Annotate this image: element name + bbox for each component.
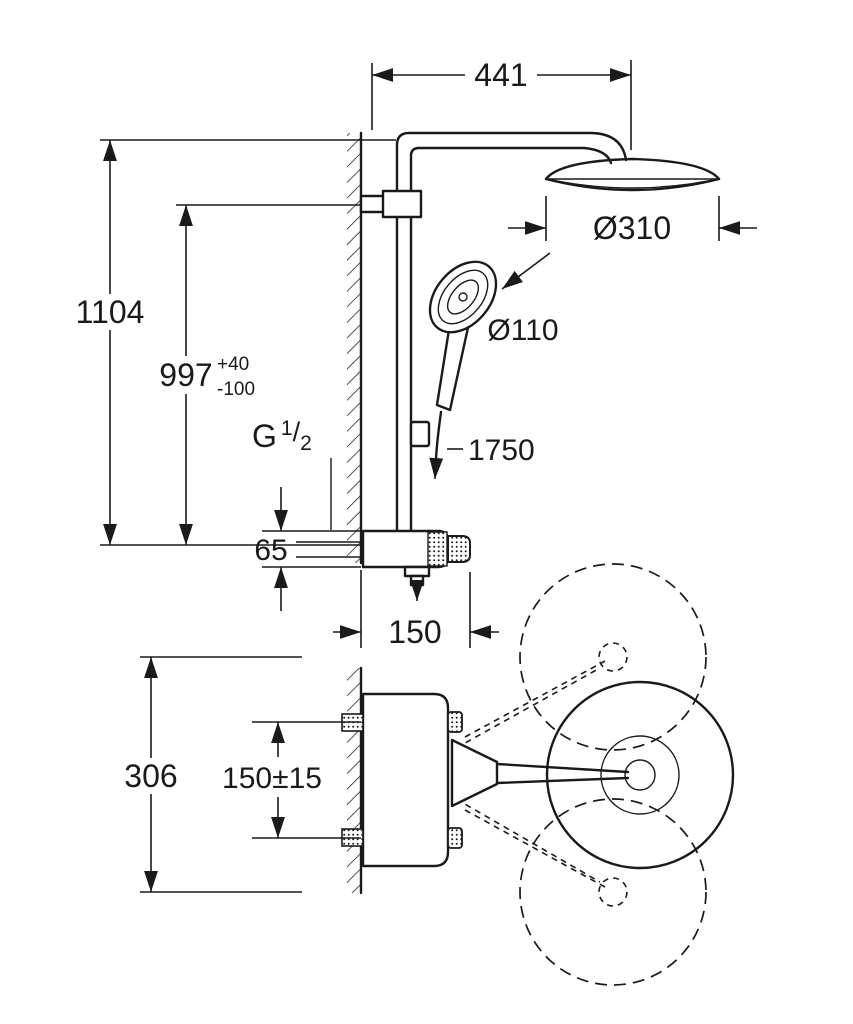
plan-view: 306 150±15 [124, 563, 735, 986]
thermostat-valve [361, 529, 471, 601]
escutcheon-cone [450, 738, 499, 808]
swivel-range-dashed [455, 563, 707, 986]
dimension-hose-length: 1750 [447, 434, 535, 467]
dimension-wall-offset: 150 [333, 570, 499, 650]
control-button-bottom [447, 827, 463, 849]
dimension-valve-height: 65 [254, 487, 363, 611]
riser-pipe [395, 131, 628, 533]
hand-shower-head [428, 260, 498, 334]
hand-shower [428, 260, 498, 412]
valve-knurl-ring [427, 531, 448, 567]
wall-hatch [347, 133, 361, 563]
wall-bracket [359, 189, 423, 219]
dim-65-label: 65 [254, 534, 287, 567]
dim-997-tol-plus: +40 [217, 354, 249, 375]
valve-body-plan [341, 692, 463, 868]
hose-direction-arrow [429, 457, 444, 480]
hand-shower-holder [409, 420, 431, 448]
dim-110-label: Ø110 [487, 314, 558, 347]
dim-1750-label: 1750 [468, 434, 535, 467]
dim-150-15-label: 150±15 [222, 762, 322, 795]
shower-head-plan [545, 680, 735, 870]
head-shower [544, 157, 721, 192]
dimension-supply-distance: 150±15 [222, 721, 361, 839]
dimension-swivel-span: 306 [124, 656, 302, 893]
shower-hose [429, 410, 444, 480]
dimension-install-height: 997 +40 -100 [159, 204, 361, 545]
dim-1104-label: 1104 [76, 294, 145, 330]
dim-306-label: 306 [124, 758, 177, 794]
dim-997-tol-minus: -100 [217, 379, 255, 400]
wall-section-plan [347, 666, 363, 895]
dimension-top-width: 441 [371, 57, 632, 150]
dim-441-label: 441 [474, 57, 527, 93]
dimension-total-height: 1104 [76, 139, 396, 546]
dim-150-label: 150 [388, 614, 441, 650]
valve-control-knob [447, 535, 471, 563]
control-button-top [447, 711, 463, 733]
swivel-position-lower [519, 798, 707, 986]
wall-hatch-plan [347, 668, 361, 893]
dimension-hand-diameter: Ø110 [487, 252, 559, 347]
wall-section-elevation [347, 131, 363, 565]
valve-outlet [403, 565, 431, 601]
dim-310-label: Ø310 [593, 210, 671, 246]
shower-arm-plan [450, 738, 630, 808]
dim-997-label: 997 [159, 357, 212, 393]
swivel-position-upper [519, 563, 707, 751]
dimension-head-diameter: Ø310 [508, 196, 757, 246]
